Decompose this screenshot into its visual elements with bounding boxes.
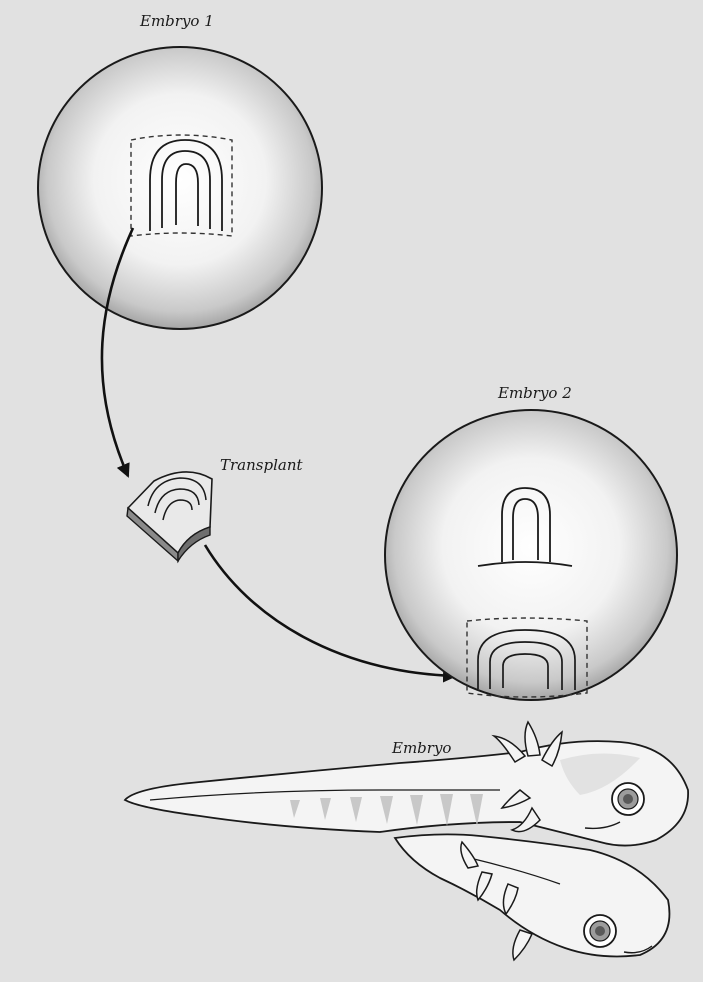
lower-tadpole-body (395, 834, 669, 956)
conjoined-tadpoles-group: Embryo (125, 722, 688, 960)
embryo-1-group: Embryo 1 (38, 12, 322, 329)
transplant-group: Transplant (127, 456, 303, 561)
embryo-label: Embryo (391, 739, 451, 757)
lower-eye-icon (584, 915, 616, 947)
transplant-label: Transplant (220, 456, 303, 474)
embryo-1-sphere (38, 47, 322, 329)
transplant-tissue-icon (127, 472, 212, 561)
embryo-2-group: Embryo 2 (385, 384, 677, 700)
upper-eye-icon (612, 783, 644, 815)
embryo-1-label: Embryo 1 (139, 12, 214, 30)
embryo-2-sphere (385, 410, 677, 700)
embryo-2-label: Embryo 2 (497, 384, 572, 402)
